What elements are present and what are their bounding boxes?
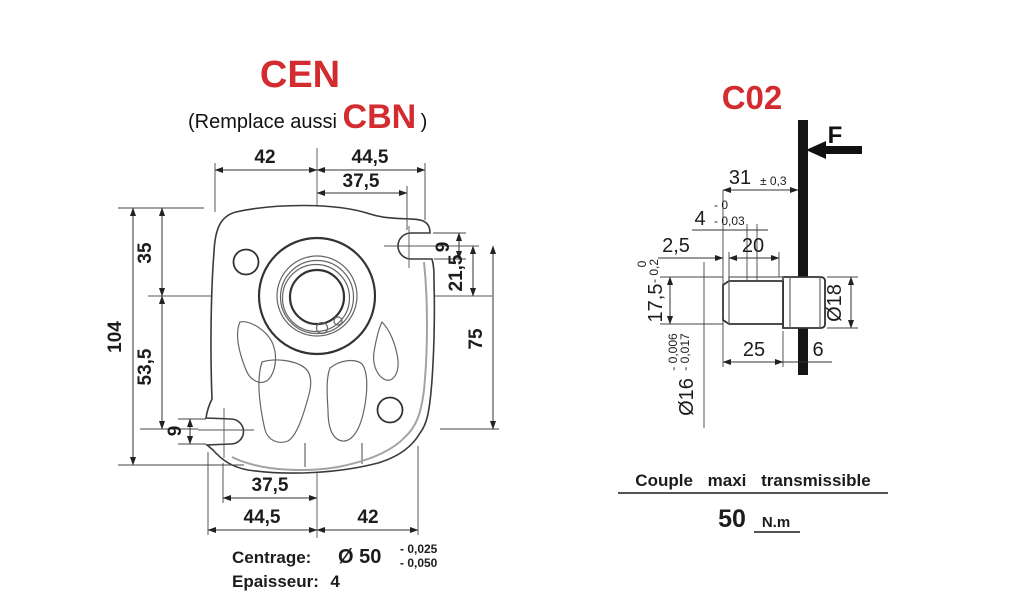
side-extension-lines [660, 190, 858, 428]
dim-31-tol: ± 0,3 [760, 174, 787, 188]
torque-label: Couple maxi transmissible [635, 471, 870, 490]
dim-right-75: 75 [466, 328, 487, 350]
centrage-note: Centrage: Ø 50 [232, 546, 381, 568]
slot-crosshairs [198, 226, 479, 458]
dim-dia16-tol-upper: - 0,006 [666, 333, 680, 371]
dim-2-5: 2,5 [662, 235, 690, 257]
mounting-face-bar [798, 120, 808, 375]
dim-top-37-5: 37,5 [343, 171, 380, 192]
centering-boss-and-bore [257, 236, 377, 356]
torque-value: 50 [718, 505, 746, 533]
dim-6: 6 [812, 339, 823, 361]
dim-20: 20 [742, 235, 764, 257]
shaft-drawing [722, 276, 826, 329]
epaisseur-note: Epaisseur: 4 [232, 572, 340, 591]
shaft-body [722, 280, 784, 325]
dim-4-tol-lower: - 0,03 [714, 214, 745, 228]
force-label: F [828, 122, 843, 149]
side-dimension-lines [658, 186, 855, 366]
dim-dia16: Ø16 [676, 378, 698, 416]
front-dimension-lines [129, 166, 497, 534]
bolt-hole-bottom-right [376, 396, 404, 424]
shaft-collar [782, 276, 826, 329]
dim-bottom-42: 42 [357, 507, 378, 528]
dim-31: 31 [729, 167, 751, 189]
dim-right-21-5: 21,5 [446, 254, 467, 291]
casting-pockets [236, 320, 399, 467]
dim-left-53-5: 53,5 [135, 348, 156, 385]
dim-17-5-tol-upper: 0 [635, 260, 649, 267]
dim-left-104: 104 [105, 321, 126, 353]
snap-ring-eye [333, 316, 343, 326]
dim-4-tol-upper: - 0 [714, 198, 728, 212]
front-view-title: CEN [260, 54, 340, 96]
dim-4: 4 [694, 208, 705, 230]
dim-right-9: 9 [433, 242, 454, 253]
side-view-title: C02 [722, 79, 783, 116]
dim-25: 25 [743, 339, 765, 361]
shaft-bore-circle [288, 268, 346, 326]
dim-left-9: 9 [165, 426, 186, 437]
front-view-subtitle: (Remplace aussi CBN ) [188, 98, 427, 136]
dim-top-44-5: 44,5 [352, 147, 389, 168]
torque-note: Couple maxi transmissible 50 N.m [618, 471, 888, 533]
torque-unit: N.m [762, 514, 790, 531]
dim-dia18: Ø18 [824, 284, 846, 322]
side-view: C02 F [618, 79, 888, 533]
bolt-hole-top-left [232, 248, 260, 276]
centrage-tol-upper: - 0,025 [400, 542, 438, 556]
front-view-notes: Centrage: Ø 50 - 0,025 - 0,050 Epaisseur… [232, 542, 438, 591]
force-arrow-icon [806, 141, 862, 159]
centering-boss-circle [257, 236, 377, 356]
dim-17-5: 17,5 [645, 284, 667, 323]
dim-left-35: 35 [135, 242, 156, 264]
front-view: CEN (Remplace aussi CBN ) [105, 54, 499, 591]
dim-dia16-tol-lower: - 0,017 [678, 333, 692, 371]
dim-top-42: 42 [254, 147, 275, 168]
snap-ring-eye [315, 321, 329, 335]
dim-bottom-37-5: 37,5 [252, 475, 289, 496]
dim-17-5-tol-lower: - 0,2 [647, 259, 661, 283]
flange-inner-contour [231, 261, 428, 471]
centrage-tol-lower: - 0,050 [400, 556, 438, 570]
dim-bottom-44-5: 44,5 [244, 507, 281, 528]
